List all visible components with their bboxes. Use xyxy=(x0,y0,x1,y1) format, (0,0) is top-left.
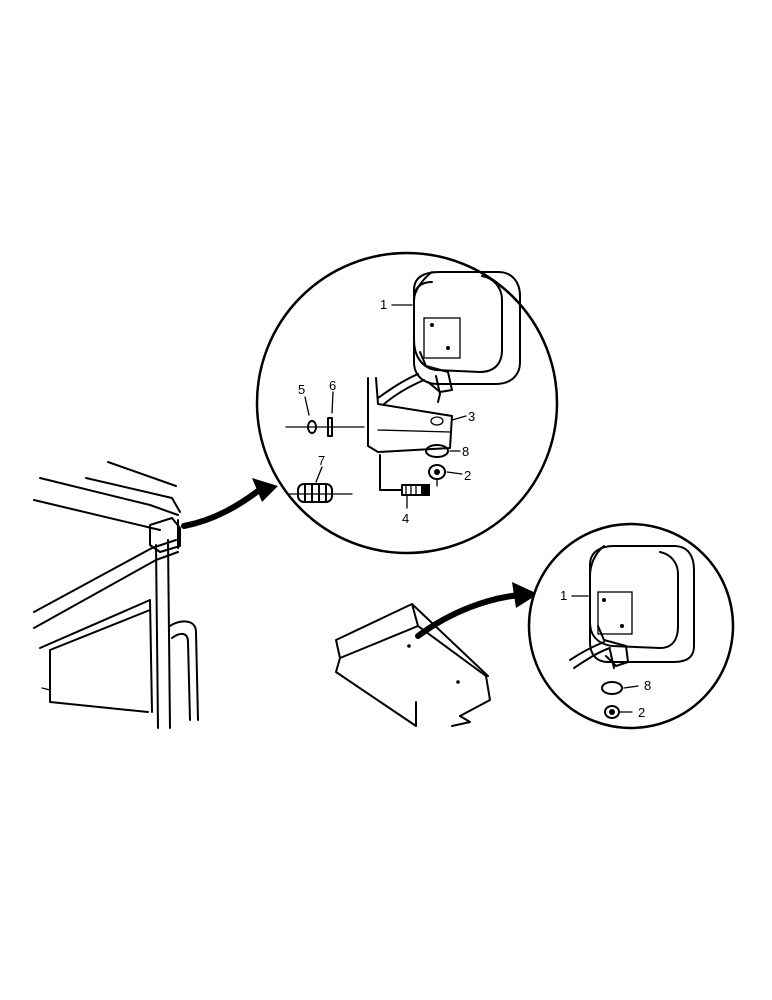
callout-small-washer: 5 xyxy=(298,382,305,397)
mounting-bracket xyxy=(367,377,453,453)
callout-lamp-detail: 1 xyxy=(560,588,567,603)
grommet xyxy=(287,483,353,503)
cab-corner-drawing xyxy=(33,461,199,729)
callout-washer-detail: 8 xyxy=(644,678,651,693)
washer-and-spacer xyxy=(285,417,365,437)
nut xyxy=(428,464,446,487)
work-lamp-detail xyxy=(569,545,695,669)
washer-detail-part xyxy=(601,681,623,695)
arrow-to-small-detail xyxy=(415,582,538,639)
nut-detail-part xyxy=(604,705,620,719)
work-lamp xyxy=(377,271,521,405)
arrow-to-main-detail xyxy=(181,478,278,529)
callout-nut: 2 xyxy=(464,468,471,483)
washer xyxy=(425,444,449,458)
small-detail-circle: 1 8 2 xyxy=(527,522,735,730)
main-detail-circle: 1 3 8 2 4 5 6 7 xyxy=(255,251,559,555)
callout-bracket: 3 xyxy=(468,409,475,424)
callout-spacer: 6 xyxy=(329,378,336,393)
roof-panel-drawing xyxy=(335,603,491,727)
bolt xyxy=(379,454,430,496)
callout-grommet: 7 xyxy=(318,453,325,468)
callout-nut-detail: 2 xyxy=(638,705,645,720)
callout-washer: 8 xyxy=(462,444,469,459)
callout-bolt: 4 xyxy=(402,511,409,526)
callout-lamp: 1 xyxy=(380,297,387,312)
